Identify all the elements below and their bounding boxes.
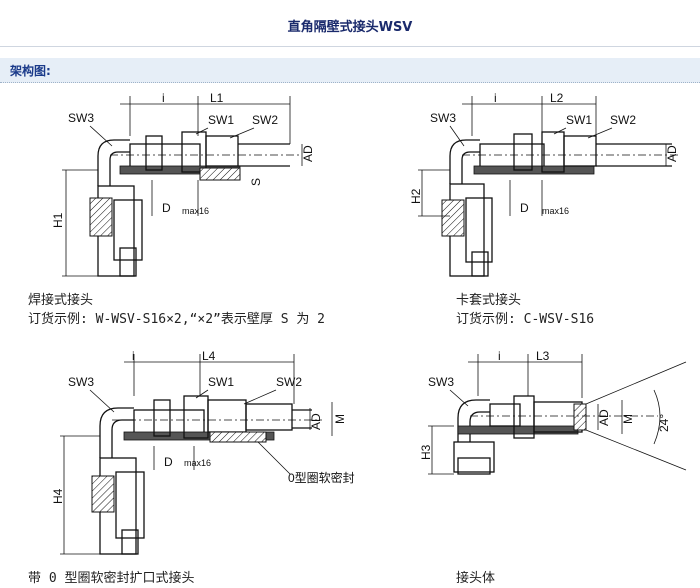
dim-h-label: H3: [419, 444, 433, 460]
caption-title-oring: 带 0 型圈软密封扩口式接头: [28, 571, 195, 586]
sw1-label: SW1: [566, 113, 592, 127]
figure-ferrule-fitting: i L2 AD H2 D max16 SW3 SW1 SW2: [410, 91, 680, 277]
dim-i-label: i: [494, 91, 497, 105]
seal-label: 0型圈软密封: [288, 470, 355, 485]
dim-m-label: M: [333, 414, 347, 424]
figure-weld-fitting: i L1 AD S H1 D max16 SW3 SW1 SW2: [51, 91, 315, 277]
dim-i-label: i: [162, 91, 165, 105]
sw2-label: SW2: [610, 113, 636, 127]
section-label: 架构图:: [10, 64, 51, 78]
dim-ad-label: AD: [665, 145, 679, 162]
dim-l-label: L4: [202, 349, 216, 363]
dim-h-label: H4: [51, 488, 65, 504]
dim-l-label: L3: [536, 349, 550, 363]
dim-i-label: i: [132, 349, 135, 363]
dim-l-label: L1: [210, 91, 224, 105]
title-divider: [0, 46, 700, 47]
sw2-label: SW2: [276, 375, 302, 389]
dim-ad-label: AD: [309, 413, 323, 430]
dim-l-label: L2: [550, 91, 564, 105]
sw1-label: SW1: [208, 113, 234, 127]
caption-order-weld: 订货示例: W-WSV-S16×2,“×2”表示壁厚 S 为 2: [28, 312, 326, 327]
sw3-label: SW3: [68, 111, 94, 125]
dim-d-label: D: [164, 455, 173, 469]
dim-ad-label: AD: [301, 145, 315, 162]
dim-angle-label: 24°: [657, 414, 671, 432]
caption-title-ferrule: 卡套式接头: [456, 293, 522, 308]
sw3-label: SW3: [68, 375, 94, 389]
sw3-label: SW3: [428, 375, 454, 389]
dim-max-label: max16: [184, 458, 211, 468]
figure-oring-fitting: i L4 AD M H4 D max16 SW3 SW1 SW2 0型圈软密封: [51, 349, 355, 555]
dim-m-label: M: [621, 414, 635, 424]
dim-d-label: D: [520, 201, 529, 215]
caption-title-weld: 焊接式接头: [28, 293, 94, 308]
dim-max-label: max16: [542, 206, 569, 216]
dim-max-label: max16: [182, 206, 209, 216]
dim-h-label: H1: [51, 212, 65, 228]
dim-i-label: i: [498, 349, 501, 363]
figure-body: i L3 AD M 24° H3 SW3: [419, 349, 687, 475]
dim-ad-label: AD: [597, 409, 611, 426]
section-header: 架构图:: [0, 58, 700, 83]
caption-title-body: 接头体: [456, 571, 496, 586]
caption-order-ferrule: 订货示例: C-WSV-S16: [456, 312, 595, 327]
dim-s-label: S: [249, 178, 263, 186]
page-title: 直角隔壁式接头WSV: [287, 20, 413, 35]
sw1-label: SW1: [208, 375, 234, 389]
dim-h-label: H2: [410, 188, 423, 204]
dim-d-label: D: [162, 201, 171, 215]
sw3-label: SW3: [430, 111, 456, 125]
sw2-label: SW2: [252, 113, 278, 127]
